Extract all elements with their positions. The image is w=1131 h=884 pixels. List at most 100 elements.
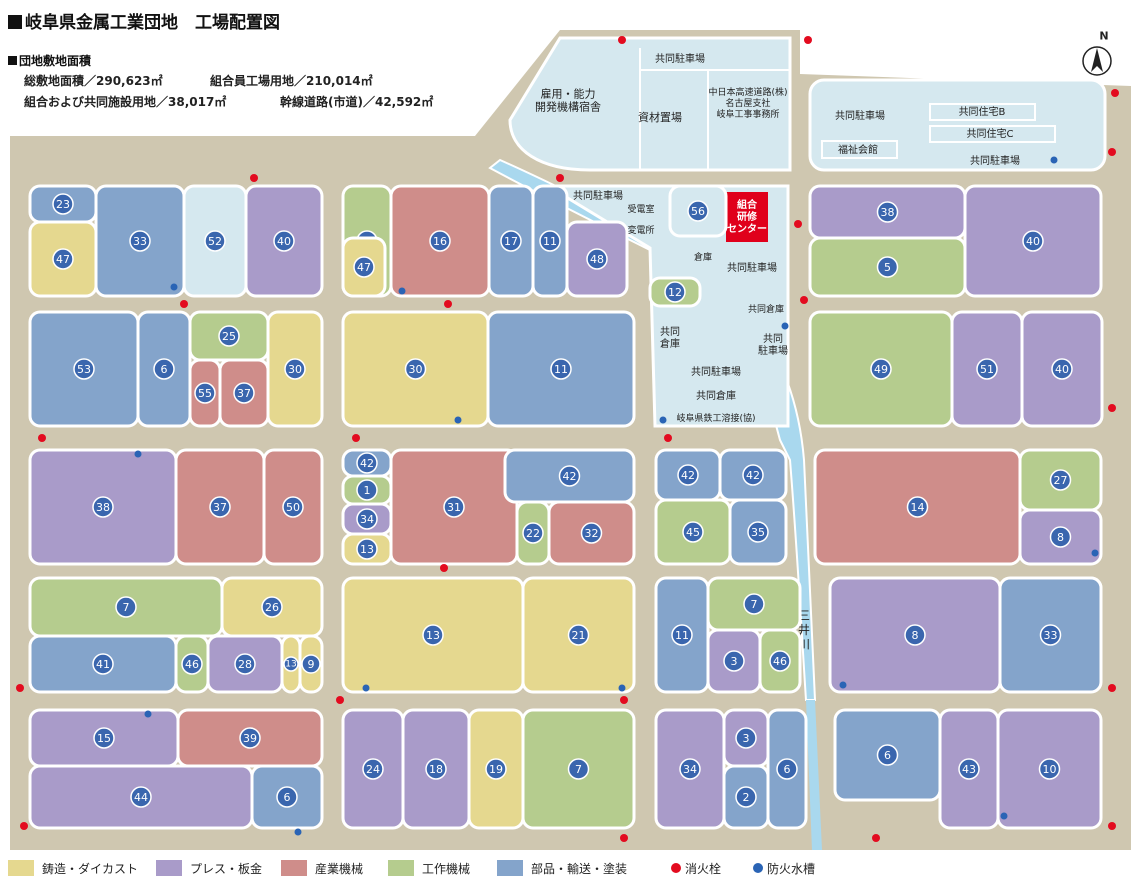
plot-1: 1 <box>341 474 393 506</box>
plot-number-badge <box>284 358 306 380</box>
plot-34: 34 <box>341 502 393 536</box>
plot-number-badge <box>404 358 427 380</box>
plot-11: 11 <box>654 576 710 694</box>
plot-8: 8 <box>1018 508 1103 566</box>
plot-43: 43 <box>938 708 1000 830</box>
plot-38: 38 <box>28 448 178 566</box>
storage-label: 倉庫 <box>694 251 712 263</box>
house-b-label: 共同住宅B <box>959 105 1006 118</box>
plot-number: 6 <box>284 791 291 804</box>
plot-number: 33 <box>133 235 147 248</box>
water-tank-icon <box>454 416 462 424</box>
hydrant-icon <box>872 834 880 842</box>
plot-number-badge <box>906 496 929 518</box>
plot-number-badge <box>586 248 608 270</box>
plot-number: 11 <box>675 629 689 642</box>
compass-icon: N <box>1082 30 1112 76</box>
plot-number: 10 <box>1043 763 1057 776</box>
plot-13: 13 <box>280 634 302 694</box>
plot-number: 14 <box>911 501 925 514</box>
plot-number-badge <box>233 382 255 404</box>
plot-number-badge <box>522 522 544 544</box>
plot-6: 6 <box>766 708 808 830</box>
nw-dorm-label: 雇用・能力開発機構宿舎 <box>535 86 601 113</box>
plot-11: 11 <box>531 184 569 298</box>
plot-number: 15 <box>97 732 111 745</box>
plot-5: 5 <box>808 236 967 298</box>
plot-6: 6 <box>136 310 192 428</box>
area-member: 組合員工場用地／210,014㎡ <box>210 74 373 88</box>
plot-number-badge <box>723 650 745 672</box>
shared-storage2-label: 共同倉庫 <box>660 326 680 350</box>
house-c <box>929 125 1056 143</box>
plot-19: 19 <box>467 708 525 830</box>
plot-33: 33 <box>998 576 1103 694</box>
plot-number: 7 <box>123 601 130 614</box>
plot-31: 31 <box>389 448 519 566</box>
plot-number-badge <box>735 786 757 808</box>
water-tank-icon <box>1050 156 1058 164</box>
weld-coop-label: 岐阜県鉄工溶接(協) <box>676 412 755 424</box>
plot-number: 49 <box>874 363 888 376</box>
plot-number: 3 <box>731 655 738 668</box>
water-tank-icon <box>144 710 152 718</box>
ne-park2-label: 共同駐車場 <box>970 154 1020 167</box>
substation2-label: 変電所 <box>627 224 654 236</box>
plot-number-badge <box>218 325 240 347</box>
plot-53: 53 <box>28 310 140 428</box>
plot-number-badge <box>539 230 561 252</box>
plot-number-badge <box>1049 526 1072 548</box>
plot-48: 48 <box>565 220 629 298</box>
plot-number-badge <box>567 758 590 780</box>
plot-21: 21 <box>521 576 636 694</box>
plot-number: 34 <box>360 513 374 526</box>
nw-office-label: 中日本高速道路(株)名古屋支社岐阜工事事務所 <box>708 86 787 120</box>
plot-number-badge <box>273 230 295 252</box>
plot-15: 15 <box>28 708 180 768</box>
plot-number-badge <box>876 201 899 223</box>
plot-number-badge <box>679 758 701 780</box>
plot-17: 17 <box>487 184 535 298</box>
plot-number: 46 <box>185 658 199 671</box>
plot-number-badge <box>234 653 256 675</box>
legend-press: プレス・板金 <box>156 858 262 878</box>
plot-35: 35 <box>728 498 788 566</box>
plot-number-badge <box>580 522 603 544</box>
legend-water-tank: 防火水槽 <box>753 858 815 878</box>
plot-number-badge <box>567 624 590 646</box>
plot-number: 21 <box>572 629 586 642</box>
plot-number: 8 <box>1057 531 1064 544</box>
plot-38: 38 <box>808 184 967 240</box>
plot-number-badge <box>735 727 757 749</box>
plot-27: 27 <box>1018 448 1103 512</box>
plot-40: 40 <box>1020 310 1104 428</box>
water-tank-icon <box>781 322 789 330</box>
plot-number-badge <box>976 358 998 380</box>
plot-number: 5 <box>884 261 891 274</box>
shared-storage3-label: 共同倉庫 <box>696 389 736 402</box>
legend-swatch <box>497 860 523 876</box>
plot-number: 34 <box>683 763 697 776</box>
plot-number-badge <box>356 479 378 501</box>
plot-23: 23 <box>28 184 98 224</box>
plot-number: 25 <box>222 330 236 343</box>
plot-number-badge <box>73 358 95 380</box>
ne-park-label: 共同駐車場 <box>835 109 885 122</box>
plot-number: 37 <box>213 501 227 514</box>
plot-number-badge <box>664 281 686 303</box>
plot-number-badge <box>422 624 444 646</box>
plot-47: 47 <box>341 236 387 298</box>
plot-number: 56 <box>691 205 705 218</box>
hydrant-icon <box>336 696 344 704</box>
plot-number-badge <box>1038 758 1061 780</box>
plot-number: 40 <box>1055 363 1069 376</box>
welfare-hall <box>821 140 898 159</box>
training-center <box>726 192 768 242</box>
plot-52: 52 <box>182 184 248 298</box>
plot-number: 50 <box>286 501 300 514</box>
plot-number-badge <box>181 653 203 675</box>
plot-number: 55 <box>198 387 212 400</box>
plot-51: 51 <box>950 310 1024 428</box>
plot-25: 25 <box>188 310 270 362</box>
hydrant-icon <box>794 220 802 228</box>
